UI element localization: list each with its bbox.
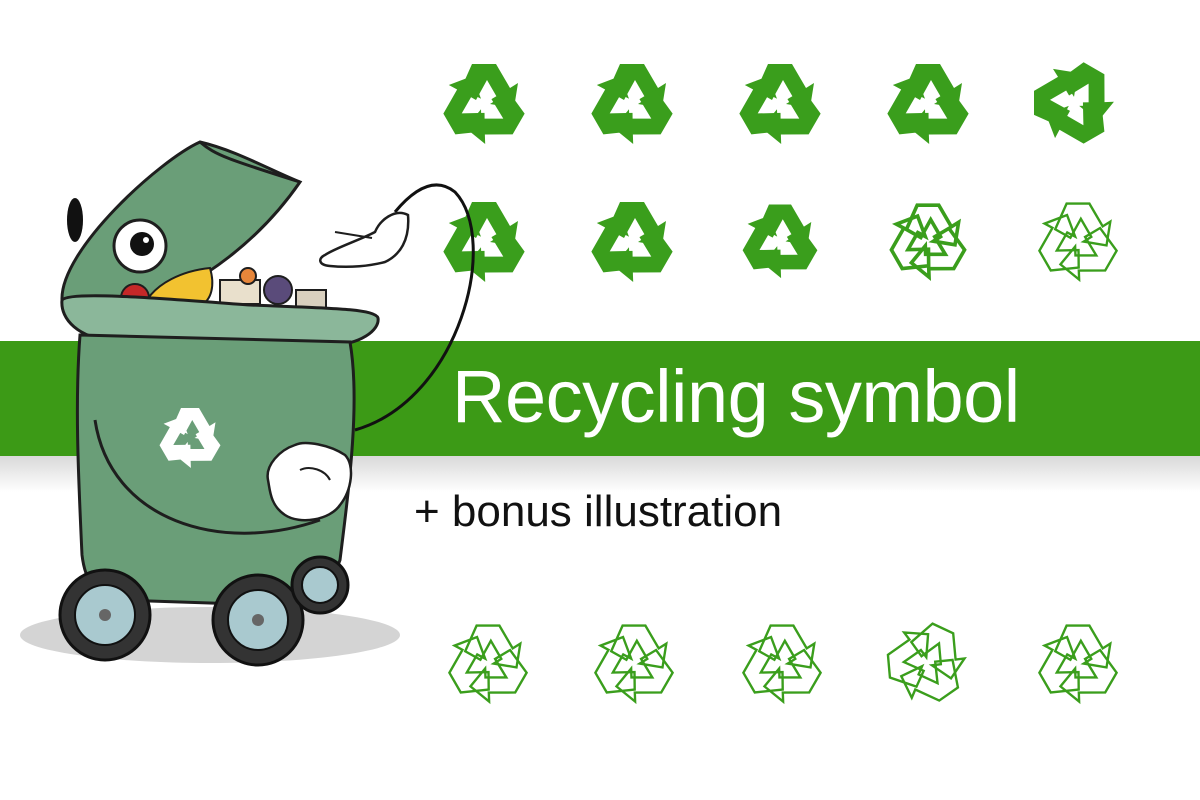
recycle-outline-icon: [872, 178, 984, 290]
recycle-icon: [1022, 40, 1134, 152]
bin-smile: [93, 419, 321, 535]
bin-eye: [67, 198, 168, 274]
subtitle: + bonus illustration: [414, 487, 783, 536]
page-title: Recycling symbol: [452, 355, 1020, 438]
recycle-outline-icon: [874, 600, 986, 712]
recycle-icon: [724, 40, 836, 152]
bin-pointing-hand: [319, 211, 410, 269]
bin-arm-cord: [354, 183, 475, 432]
recycle-outline-icon: [726, 600, 838, 712]
recycle-outline-icon: [1022, 600, 1134, 712]
recycle-outline-icon: [578, 600, 690, 712]
bin-illustration: [20, 140, 475, 667]
recycle-icon: [724, 178, 836, 290]
bin-wheel: [58, 568, 152, 662]
bin-holding-hand: [266, 441, 353, 522]
recycle-outline-icon: [1022, 178, 1134, 290]
recycle-icon: [872, 40, 984, 152]
bin-wheel: [211, 573, 305, 667]
recycle-icon: [576, 40, 688, 152]
bin-wheel: [290, 555, 350, 615]
recycle-icon: [576, 178, 688, 290]
